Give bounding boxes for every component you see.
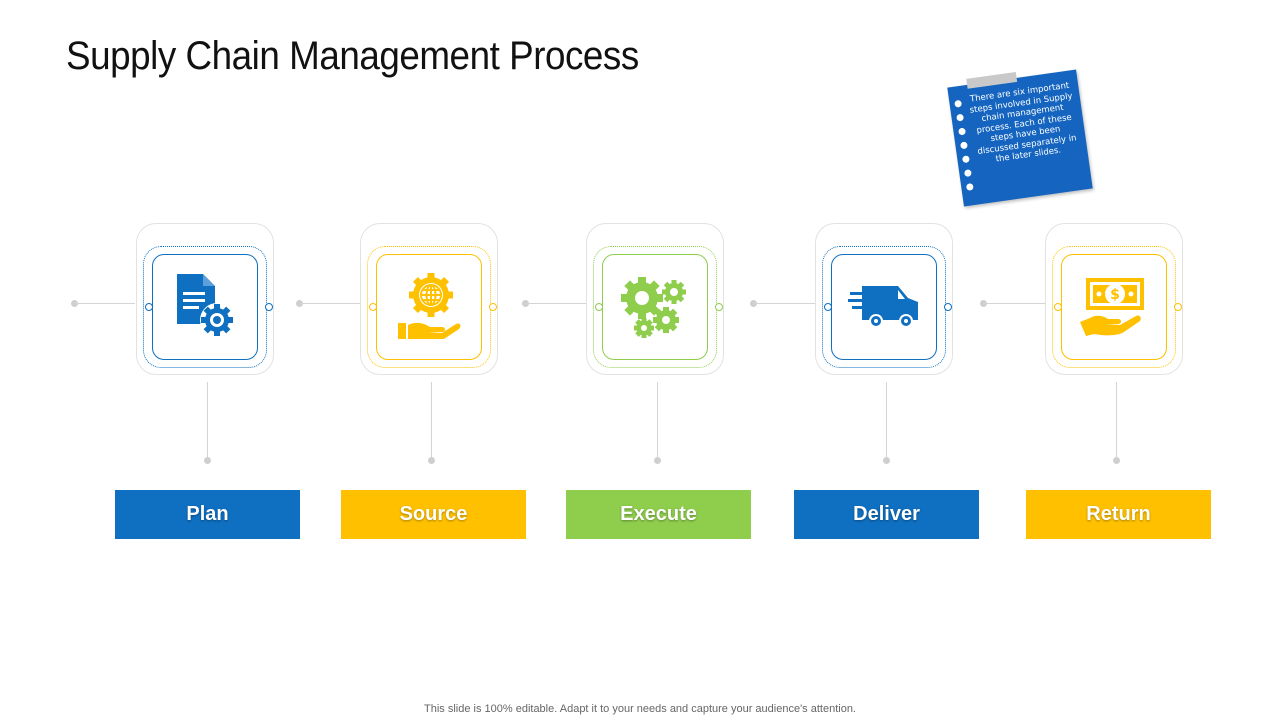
step-side-dot bbox=[369, 303, 377, 311]
note-text: There are six important steps involved i… bbox=[969, 80, 1078, 165]
connector-line bbox=[526, 303, 586, 304]
step-label-source: Source bbox=[341, 490, 526, 539]
step-side-dot bbox=[145, 303, 153, 311]
connector-line bbox=[75, 303, 135, 304]
stem-dot bbox=[428, 457, 435, 464]
globe-gear-hand-icon bbox=[398, 273, 461, 339]
stem-dot bbox=[883, 457, 890, 464]
step-side-dot bbox=[944, 303, 952, 311]
stem-line bbox=[657, 382, 658, 460]
stem-dot bbox=[204, 457, 211, 464]
svg-text:$: $ bbox=[1110, 287, 1120, 303]
tape-decoration bbox=[966, 71, 1018, 89]
stem-line bbox=[1116, 382, 1117, 460]
step-card-deliver bbox=[815, 223, 953, 375]
delivery-truck-icon bbox=[848, 286, 918, 328]
connector-line bbox=[754, 303, 816, 304]
step-icon-frame bbox=[831, 254, 937, 360]
step-card-return bbox=[1045, 223, 1183, 375]
step-card-source bbox=[360, 223, 498, 375]
step-side-dot bbox=[715, 303, 723, 311]
stem-dot bbox=[654, 457, 661, 464]
step-side-dot bbox=[824, 303, 832, 311]
stem-line bbox=[886, 382, 887, 460]
sticky-note: There are six important steps involved i… bbox=[947, 69, 1093, 207]
step-side-dot bbox=[1054, 303, 1062, 311]
connector-line bbox=[300, 303, 360, 304]
connector-dot bbox=[296, 300, 303, 307]
connector-line bbox=[984, 303, 1046, 304]
step-side-dot bbox=[489, 303, 497, 311]
step-side-dot bbox=[265, 303, 273, 311]
step-label-return: Return bbox=[1026, 490, 1211, 539]
step-side-dot bbox=[595, 303, 603, 311]
stem-line bbox=[431, 382, 432, 460]
step-card-execute bbox=[586, 223, 724, 375]
step-icon-frame bbox=[602, 254, 708, 360]
money-hand-icon: $ bbox=[1080, 278, 1144, 336]
gears-icon bbox=[621, 277, 686, 338]
step-label-deliver: Deliver bbox=[794, 490, 979, 539]
connector-dot bbox=[980, 300, 987, 307]
stem-line bbox=[207, 382, 208, 460]
step-icon-frame bbox=[376, 254, 482, 360]
connector-dot bbox=[71, 300, 78, 307]
page-title: Supply Chain Management Process bbox=[66, 34, 639, 78]
step-side-dot bbox=[1174, 303, 1182, 311]
step-label-plan: Plan bbox=[115, 490, 300, 539]
step-label-execute: Execute bbox=[566, 490, 751, 539]
connector-dot bbox=[750, 300, 757, 307]
step-icon-frame bbox=[152, 254, 258, 360]
document-gear-icon bbox=[177, 274, 234, 337]
step-card-plan bbox=[136, 223, 274, 375]
connector-dot bbox=[522, 300, 529, 307]
stem-dot bbox=[1113, 457, 1120, 464]
step-icon-frame: $ bbox=[1061, 254, 1167, 360]
footer-note: This slide is 100% editable. Adapt it to… bbox=[424, 703, 856, 715]
